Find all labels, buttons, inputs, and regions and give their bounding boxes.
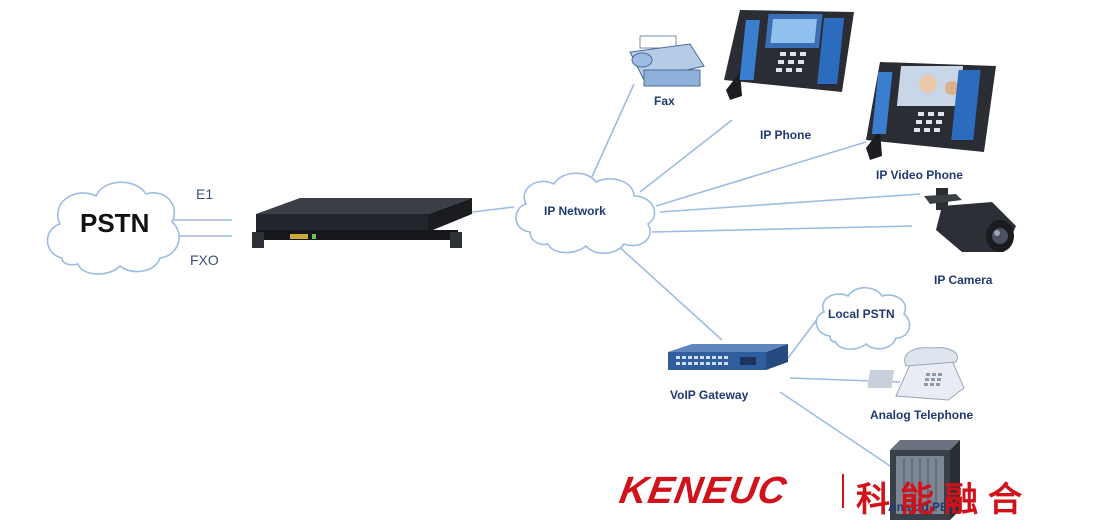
link-ipnetwork-ipphone bbox=[639, 119, 733, 193]
ip-phone-label: IP Phone bbox=[760, 128, 812, 142]
link-ipnetwork-ipvideophone bbox=[655, 141, 867, 207]
brand-name-cjk: 科能融合 bbox=[856, 480, 1032, 520]
analog-pbx-label: Analog PBX bbox=[888, 500, 957, 514]
voip-gateway-switch-icon bbox=[668, 344, 788, 370]
local-pstn-label: Local PSTN bbox=[828, 307, 895, 321]
link-ipnetwork-fax bbox=[585, 83, 635, 191]
fax-icon bbox=[629, 35, 705, 87]
pstn-cloud bbox=[46, 181, 180, 275]
analog-telephone-icon bbox=[867, 347, 965, 401]
brand-separator bbox=[842, 474, 844, 508]
fxo-link-label: FXO bbox=[190, 252, 219, 268]
rack-gateway-device-icon bbox=[252, 198, 472, 248]
pstn-label: PSTN bbox=[80, 208, 150, 238]
analog-pbx-icon bbox=[890, 440, 960, 520]
voip-gateway-label: VoIP Gateway bbox=[670, 388, 749, 402]
ip-network-cloud bbox=[515, 172, 656, 255]
ip-phone-icon bbox=[724, 10, 854, 100]
brand-logo: KENEUC 科能融合 bbox=[616, 470, 1060, 520]
ip-network-label: IP Network bbox=[544, 204, 606, 218]
link-gateway-analogpbx bbox=[779, 391, 897, 471]
fax-label: Fax bbox=[654, 94, 675, 108]
ip-video-phone-icon bbox=[866, 62, 996, 160]
link-device-ipnetwork bbox=[471, 206, 515, 213]
ip-video-phone-label: IP Video Phone bbox=[876, 168, 963, 182]
brand-name-latin: KENEUC bbox=[616, 470, 791, 512]
link-gateway-localpstn bbox=[787, 317, 819, 359]
link-ipnetwork-voipgateway bbox=[615, 243, 723, 341]
e1-link-label: E1 bbox=[196, 186, 214, 202]
analog-telephone-label: Analog Telephone bbox=[870, 408, 974, 422]
ip-camera-icon bbox=[924, 188, 1016, 252]
local-pstn-cloud bbox=[815, 286, 911, 350]
link-ipnetwork-ipcamera-upper bbox=[659, 193, 921, 213]
connection-lines bbox=[170, 83, 921, 471]
link-ipnetwork-ipcamera bbox=[651, 225, 913, 233]
ip-camera-label: IP Camera bbox=[934, 273, 993, 287]
